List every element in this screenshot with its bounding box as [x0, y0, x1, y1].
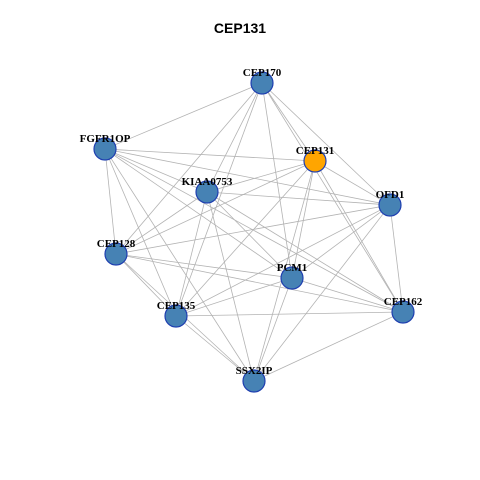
edge-pcm1-cep135 — [175, 277, 293, 317]
edge-cep131-ofd1 — [314, 160, 391, 206]
edge-cep131-cep128 — [115, 160, 316, 255]
edge-kiaa0753-ofd1 — [206, 191, 391, 206]
node-cep131 — [303, 149, 327, 173]
node-label-fgfr1op: FGFR1OP — [80, 133, 131, 145]
edge-pcm1-ssx2ip — [253, 277, 293, 382]
edge-cep170-cep162 — [261, 82, 404, 313]
edge-kiaa0753-ssx2ip — [206, 191, 255, 382]
node-pcm1 — [280, 266, 304, 290]
node-label-ofd1: OFD1 — [376, 189, 405, 201]
edge-cep162-ssx2ip — [253, 311, 404, 382]
edge-cep131-cep162 — [314, 160, 404, 313]
edge-cep135-ssx2ip — [175, 315, 255, 382]
edge-pcm1-cep162 — [291, 277, 404, 313]
edge-fgfr1op-ssx2ip — [104, 148, 255, 382]
node-cep170 — [250, 71, 274, 95]
edge-cep170-fgfr1op — [104, 82, 263, 150]
edge-ofd1-pcm1 — [291, 204, 391, 279]
edge-fgfr1op-cep131 — [104, 148, 316, 162]
node-cep135 — [164, 304, 188, 328]
edge-fgfr1op-cep128 — [104, 148, 117, 255]
edge-cep170-cep131 — [261, 82, 316, 162]
node-label-cep131: CEP131 — [296, 145, 335, 157]
node-label-cep135: CEP135 — [157, 300, 196, 312]
edge-kiaa0753-cep162 — [206, 191, 404, 313]
edge-fgfr1op-kiaa0753 — [104, 148, 208, 193]
edge-ofd1-cep135 — [175, 204, 391, 317]
node-layer — [93, 71, 415, 393]
node-label-kiaa0753: KIAA0753 — [182, 176, 233, 188]
edge-layer — [104, 82, 404, 382]
edge-cep128-pcm1 — [115, 253, 293, 279]
node-cep128 — [104, 242, 128, 266]
node-cep162 — [391, 300, 415, 324]
edge-cep128-cep135 — [115, 253, 177, 317]
edge-kiaa0753-pcm1 — [206, 191, 293, 279]
edge-cep162-cep135 — [175, 311, 404, 317]
figure-title: CEP131 — [213, 20, 267, 36]
node-ssx2ip — [242, 369, 266, 393]
edge-cep170-kiaa0753 — [206, 82, 263, 193]
edge-cep170-cep128 — [115, 82, 263, 255]
node-label-cep162: CEP162 — [384, 296, 423, 308]
node-fgfr1op — [93, 137, 117, 161]
node-label-pcm1: PCM1 — [277, 262, 308, 274]
node-label-ssx2ip: SSX2IP — [236, 365, 273, 377]
edge-ofd1-cep128 — [115, 204, 391, 255]
node-kiaa0753 — [195, 180, 219, 204]
edge-fgfr1op-pcm1 — [104, 148, 293, 279]
edge-cep170-pcm1 — [261, 82, 293, 279]
node-ofd1 — [378, 193, 402, 217]
edge-cep128-cep162 — [115, 253, 404, 313]
edge-kiaa0753-cep135 — [175, 191, 208, 317]
edge-kiaa0753-cep128 — [115, 191, 208, 255]
edge-cep131-cep135 — [175, 160, 316, 317]
node-label-cep170: CEP170 — [243, 67, 282, 79]
edge-fgfr1op-cep135 — [104, 148, 177, 317]
edge-cep170-ofd1 — [261, 82, 391, 206]
edge-fgfr1op-cep162 — [104, 148, 404, 313]
node-label-cep128: CEP128 — [97, 238, 136, 250]
edge-fgfr1op-ofd1 — [104, 148, 391, 206]
edge-ofd1-ssx2ip — [253, 204, 391, 382]
edge-ofd1-cep162 — [389, 204, 404, 313]
edge-cep131-kiaa0753 — [206, 160, 316, 193]
edge-cep131-pcm1 — [291, 160, 316, 279]
